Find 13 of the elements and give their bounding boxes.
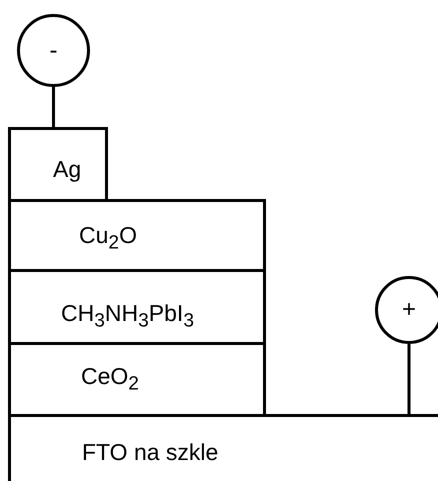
layer-label: Cu$_{2}$O (79, 224, 137, 253)
polarity-sign: + (402, 298, 416, 322)
substrate-layer (8, 414, 438, 481)
layer-box (8, 199, 266, 272)
layer-label: CH$_{3}$NH$_{3}$PbI$_{3}$ (61, 302, 194, 331)
wire (52, 87, 55, 127)
layer-label: FTO na szkle (82, 441, 218, 464)
polarity-sign: - (50, 38, 58, 62)
wire (408, 344, 410, 414)
layer-box (8, 269, 266, 345)
layer-label: Ag (53, 158, 82, 181)
layer-label: CeO$_{2}$ (81, 365, 139, 394)
layer-box (8, 127, 108, 202)
